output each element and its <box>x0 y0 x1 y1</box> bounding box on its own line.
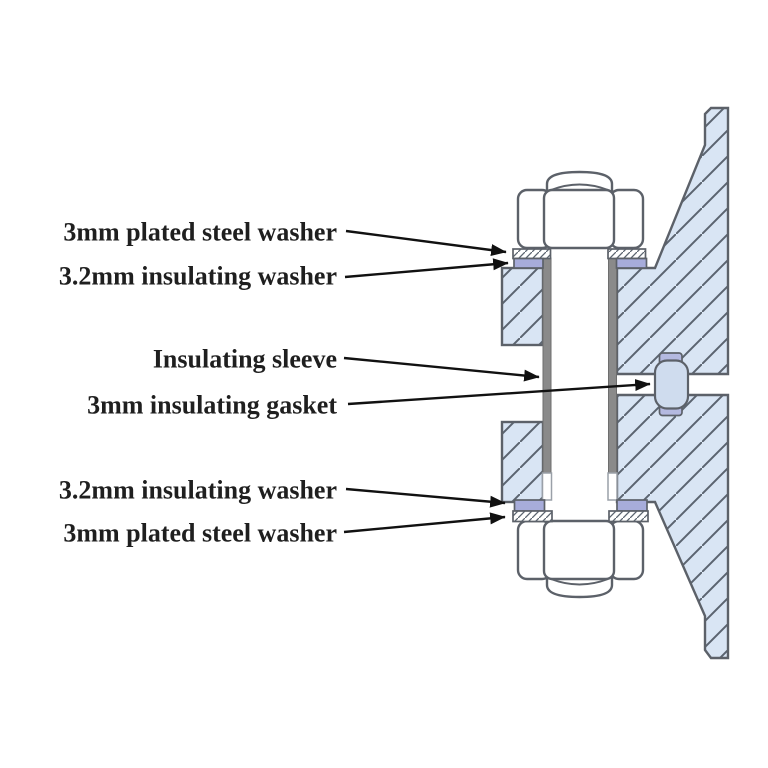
lower-flange-outer-segment <box>500 420 545 504</box>
bottom-bolt-assembly <box>516 519 645 599</box>
insulating-sleeve-left <box>542 257 552 474</box>
bolt-hole-left <box>541 472 553 501</box>
label-top-steel-washer: 3mm plated steel washer <box>63 218 337 247</box>
top-insulating-washer-left <box>513 257 544 269</box>
bolt-hole-right <box>607 472 618 501</box>
insulating-sleeve-right <box>608 257 617 474</box>
bottom-bolt-end-arc <box>550 578 609 586</box>
top-bolt-assembly <box>516 170 645 250</box>
top-steel-washer-left <box>512 248 552 260</box>
bottom-nut-center-facet <box>542 519 616 581</box>
arrow-bottom-insulating-washer <box>345 487 506 508</box>
label-insulating-sleeve: Insulating sleeve <box>153 345 337 374</box>
upper-flange-outer-segment <box>500 266 545 347</box>
arrow-bottom-steel-washer <box>343 512 506 534</box>
top-steel-washer-right <box>607 248 647 260</box>
top-bolt-end-arc <box>550 183 609 191</box>
arrow-insulating-sleeve <box>343 356 540 382</box>
washer-stacks <box>512 248 649 523</box>
label-bottom-insulating-washer: 3.2mm insulating washer <box>59 476 337 505</box>
insulating-gasket <box>653 352 690 417</box>
arrow-top-steel-washer <box>345 229 507 257</box>
bottom-steel-washer-right <box>608 510 649 523</box>
leader-arrows <box>343 229 651 534</box>
arrow-top-insulating-washer <box>344 258 509 279</box>
insulating-sleeve <box>541 257 618 501</box>
bottom-insulating-washer-right <box>616 499 648 512</box>
label-insulating-gasket: 3mm insulating gasket <box>87 391 337 420</box>
label-top-insulating-washer: 3.2mm insulating washer <box>59 262 337 291</box>
bottom-insulating-washer-left <box>513 499 546 512</box>
labels: 3mm plated steel washer 3.2mm insulating… <box>59 218 337 548</box>
gasket-seal-element <box>653 359 690 410</box>
top-insulating-washer-right <box>615 257 648 269</box>
top-nut-center-facet <box>542 188 616 250</box>
bottom-steel-washer-left <box>512 510 553 523</box>
label-bottom-steel-washer: 3mm plated steel washer <box>63 519 337 548</box>
arrow-insulating-gasket <box>347 378 651 406</box>
